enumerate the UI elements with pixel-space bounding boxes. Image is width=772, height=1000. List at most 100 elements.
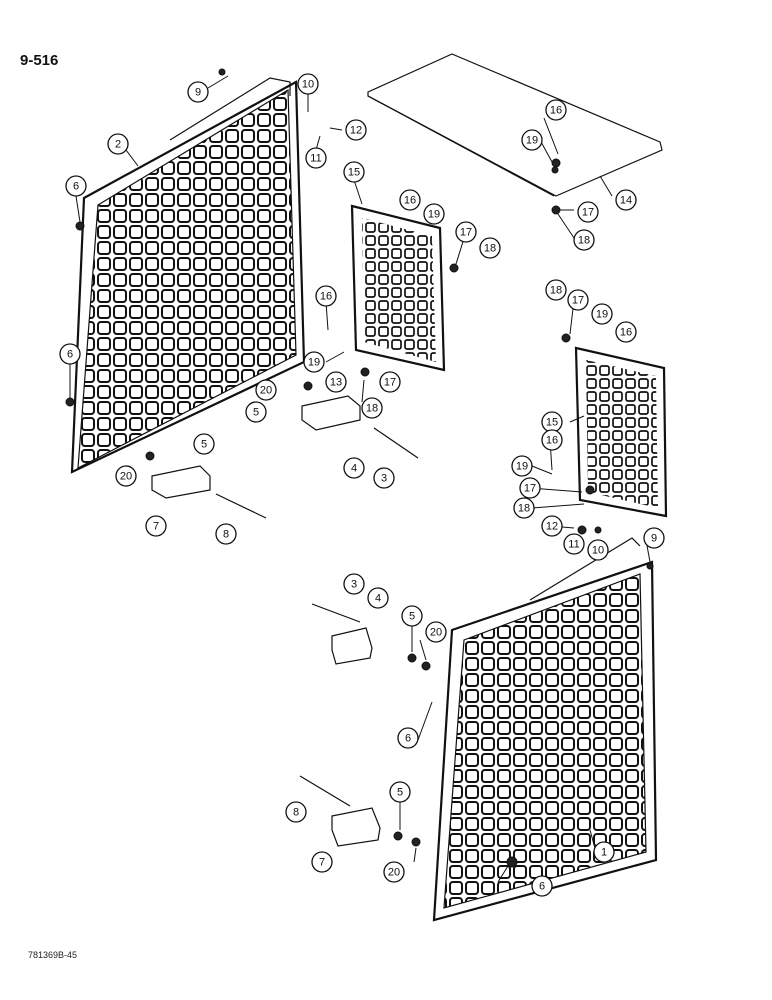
- callout-label: 18: [578, 235, 590, 247]
- callout-circle: [345, 119, 367, 141]
- callout-circle: [343, 161, 365, 183]
- callout-20: 20: [425, 621, 447, 643]
- callout-circle: [521, 129, 543, 151]
- document-code: 781369B-45: [28, 950, 78, 960]
- callout-label: 5: [409, 611, 415, 623]
- callout-label: 12: [350, 125, 362, 137]
- callout-circle: [455, 221, 477, 243]
- callout-label: 6: [405, 733, 411, 745]
- callout-label: 18: [518, 503, 530, 515]
- callout-12: 12: [345, 119, 367, 141]
- callout-label: 19: [308, 357, 320, 369]
- side-screen-upper: [350, 204, 446, 372]
- callout-label: 16: [620, 327, 632, 339]
- callout-17: 17: [379, 371, 401, 393]
- callout-20: 20: [383, 861, 405, 883]
- callout-label: 17: [572, 295, 584, 307]
- callout-2: 2: [107, 133, 129, 155]
- callout-12: 12: [541, 515, 563, 537]
- callout-17: 17: [577, 201, 599, 223]
- callout-circle: [367, 587, 389, 609]
- callout-9: 9: [187, 81, 209, 103]
- callout-14: 14: [615, 189, 637, 211]
- callout-6: 6: [65, 175, 87, 197]
- page-number: 9-516: [20, 52, 59, 69]
- callout-11: 11: [563, 533, 585, 555]
- callout-17: 17: [519, 477, 541, 499]
- callout-label: 19: [526, 135, 538, 147]
- callout-label: 19: [428, 209, 440, 221]
- callout-17: 17: [567, 289, 589, 311]
- callout-label: 7: [319, 857, 325, 869]
- callout-3: 3: [343, 573, 365, 595]
- callout-label: 17: [524, 483, 536, 495]
- callout-label: 10: [592, 545, 604, 557]
- callout-label: 20: [120, 471, 132, 483]
- callout-circle: [593, 841, 615, 863]
- callout-label: 4: [375, 593, 381, 605]
- bracket-parts: [151, 395, 381, 847]
- callout-circle: [361, 397, 383, 419]
- callout-circle: [311, 851, 333, 873]
- callout-label: 11: [310, 153, 321, 165]
- callout-circle: [643, 527, 665, 549]
- callout-circle: [545, 279, 567, 301]
- callout-circle: [285, 801, 307, 823]
- callout-9: 9: [643, 527, 665, 549]
- callout-label: 19: [516, 461, 528, 473]
- callout-circle: [397, 727, 419, 749]
- callout-circle: [303, 351, 325, 373]
- bolt-parts: [215, 427, 419, 807]
- callout-17: 17: [455, 221, 477, 243]
- callout-4: 4: [343, 457, 365, 479]
- callout-10: 10: [587, 539, 609, 561]
- callout-8: 8: [215, 523, 237, 545]
- callout-circle: [423, 203, 445, 225]
- callout-label: 18: [366, 403, 378, 415]
- callout-label: 19: [596, 309, 608, 321]
- callout-label: 2: [115, 139, 121, 151]
- callout-circle: [573, 229, 595, 251]
- callout-circle: [545, 99, 567, 121]
- callout-circle: [519, 477, 541, 499]
- callout-group: 9101211266151619171816191718201354352078…: [59, 73, 665, 897]
- callout-label: 15: [546, 417, 558, 429]
- callout-6: 6: [59, 343, 81, 365]
- callout-circle: [513, 497, 535, 519]
- callout-label: 17: [582, 207, 594, 219]
- callout-circle: [399, 189, 421, 211]
- callout-5: 5: [245, 401, 267, 423]
- callout-circle: [511, 455, 533, 477]
- callout-8: 8: [285, 801, 307, 823]
- callout-label: 16: [320, 291, 332, 303]
- callout-5: 5: [193, 433, 215, 455]
- callout-label: 16: [404, 195, 416, 207]
- callout-10: 10: [297, 73, 319, 95]
- callout-circle: [343, 573, 365, 595]
- callout-label: 3: [381, 473, 387, 485]
- callout-circle: [65, 175, 87, 197]
- callout-label: 5: [253, 407, 259, 419]
- callout-circle: [567, 289, 589, 311]
- callout-label: 1: [601, 847, 607, 859]
- callout-label: 9: [651, 533, 657, 545]
- callout-15: 15: [541, 411, 563, 433]
- callout-circle: [379, 371, 401, 393]
- callout-label: 20: [430, 627, 442, 639]
- callout-18: 18: [361, 397, 383, 419]
- callout-label: 3: [351, 579, 357, 591]
- callout-label: 10: [302, 79, 314, 91]
- callout-circle: [383, 861, 405, 883]
- callout-5: 5: [401, 605, 423, 627]
- hardware-parts: [65, 68, 654, 868]
- callout-label: 17: [384, 377, 396, 389]
- callout-circle: [343, 457, 365, 479]
- callout-circle: [325, 371, 347, 393]
- callout-circle: [615, 321, 637, 343]
- callout-20: 20: [115, 465, 137, 487]
- callout-circle: [591, 303, 613, 325]
- callout-circle: [541, 515, 563, 537]
- callout-18: 18: [513, 497, 535, 519]
- callout-circle: [297, 73, 319, 95]
